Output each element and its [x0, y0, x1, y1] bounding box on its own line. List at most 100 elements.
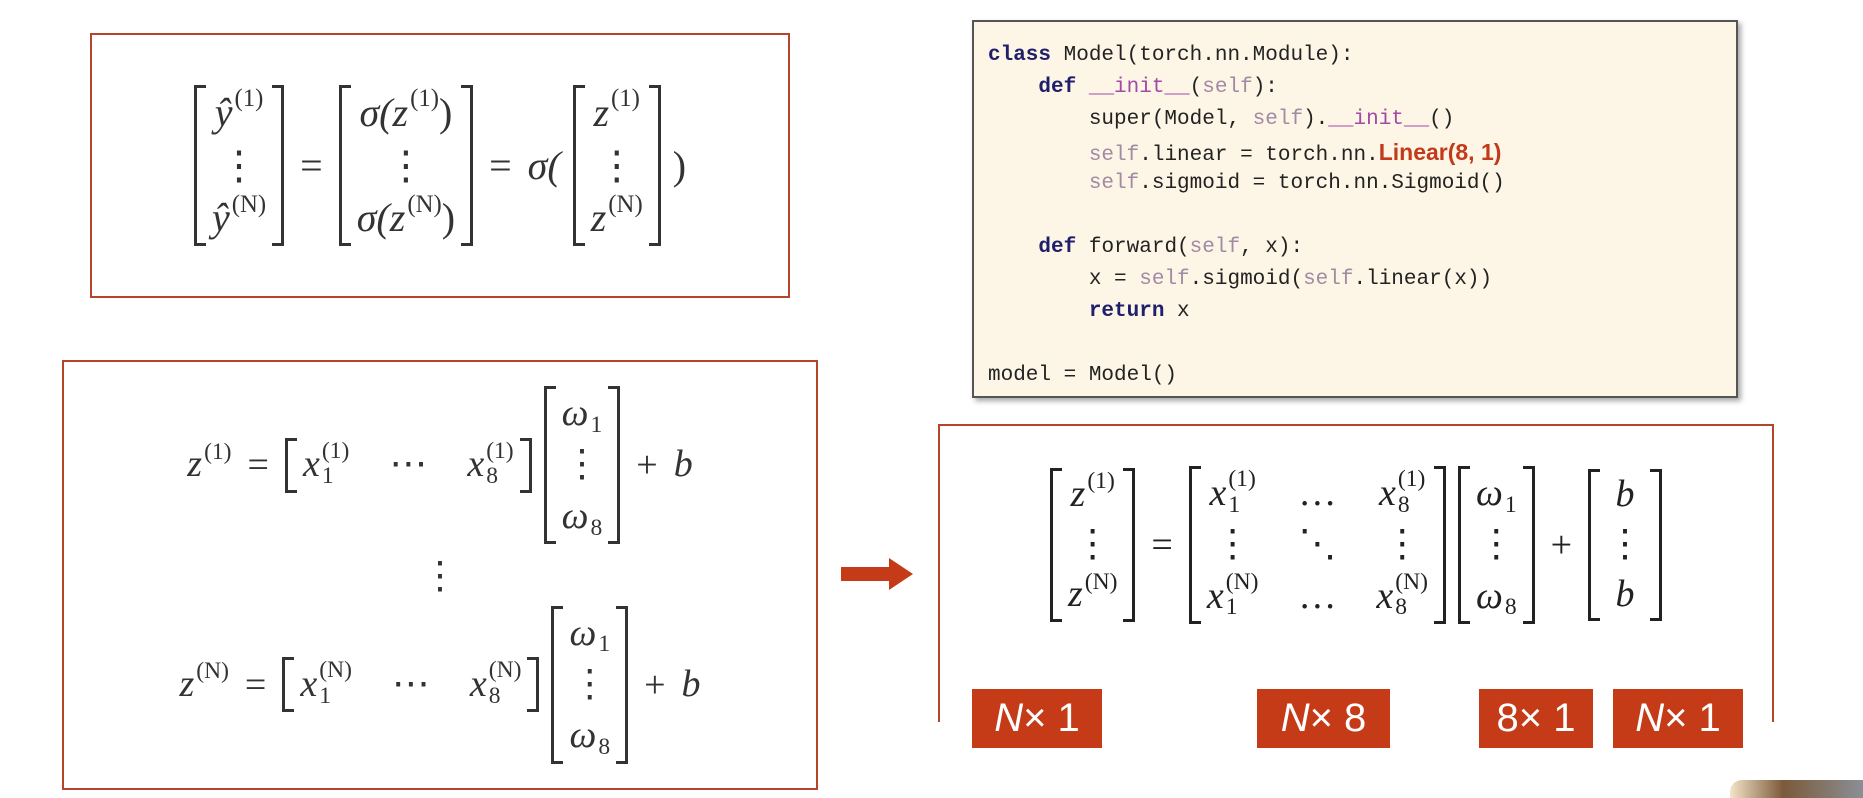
shape-label-dim: N: [1280, 696, 1310, 740]
math-symbol: b: [1615, 572, 1635, 615]
math-symbol: ): [672, 142, 687, 188]
math-scripts: (1): [204, 440, 231, 488]
code-token: self: [1252, 108, 1304, 131]
left-bracket: [1457, 466, 1470, 624]
math-scripts: 1: [591, 390, 603, 437]
code-line: self.linear = torch.nn.Linear(8, 1): [988, 136, 1722, 168]
math-cell: σ(: [528, 143, 561, 189]
superscript: (N): [407, 190, 442, 218]
code-token: , x):: [1240, 236, 1304, 259]
math-cell: ⋮: [597, 143, 637, 189]
left-bracket: [543, 386, 556, 545]
subscript: [1087, 496, 1114, 517]
code-token: forward(: [1076, 236, 1190, 259]
math-symbol: ⋮: [570, 663, 609, 705]
left-bracket: [284, 437, 297, 493]
code-token: [988, 300, 1089, 323]
superscript: (1): [1087, 468, 1115, 495]
code-token: __init__: [1088, 76, 1190, 99]
math-scripts: (N)8: [489, 659, 522, 708]
math-symbol: b: [1615, 473, 1635, 516]
sigmoid-vectorized-equation: ŷ(1)⋮ŷ(N)=σ(z(1))⋮σ(z(N))=σ(z(1)⋮z(N)): [193, 85, 687, 246]
math-scripts: (N): [196, 660, 229, 707]
code-token: self: [1088, 144, 1140, 167]
code-token: [1076, 76, 1089, 99]
math-scripts: (1): [234, 87, 263, 136]
math-symbol: x: [302, 443, 320, 486]
math-scripts: (1): [611, 87, 640, 136]
code-line: [988, 328, 1722, 360]
math-symbol: z: [187, 443, 203, 486]
math-cell: x(1)1: [302, 439, 349, 490]
math-scripts: (1)1: [1228, 466, 1256, 518]
code-line: super(Model, self).__init__(): [988, 104, 1722, 136]
math-cell: ⋯: [392, 663, 430, 707]
math-symbol: b: [681, 663, 701, 705]
math-operator: +: [644, 663, 666, 706]
math-cell: ⋱: [1298, 523, 1336, 567]
subscript: 1: [598, 631, 611, 658]
math-symbol: x: [467, 443, 485, 486]
code-token: x =: [988, 268, 1140, 291]
code-line: return x: [988, 296, 1722, 328]
subscript: 1: [1504, 491, 1517, 518]
code-token: ).: [1303, 108, 1329, 131]
subscript: 1: [590, 411, 603, 438]
math-cell: …: [1298, 575, 1336, 619]
math-cell: ŷ(N): [212, 192, 266, 242]
math-symbol: ŷ: [214, 89, 233, 135]
math-cell: ⋮: [1074, 523, 1112, 567]
math-operator: =: [247, 444, 269, 487]
subscript: 1: [321, 463, 334, 490]
math-scripts: (N): [1085, 570, 1118, 618]
code-token: def: [1038, 76, 1077, 99]
math-symbol: z: [593, 89, 610, 135]
math-cell: x(N)8: [1376, 568, 1428, 620]
math-scripts: 1: [1505, 470, 1517, 517]
right-bracket: [1650, 469, 1663, 621]
subscript: 8: [590, 514, 603, 541]
subscript: 8: [1504, 594, 1517, 621]
math-operator: =: [1151, 523, 1173, 566]
code-token: self: [1202, 76, 1253, 99]
left-bracket: [1188, 466, 1201, 624]
shape-label-x: N × 8: [1257, 689, 1390, 748]
math-operator: =: [489, 143, 512, 188]
right-bracket: [461, 85, 474, 246]
superscript: (N): [1395, 568, 1428, 595]
math-cell: z(N): [1068, 570, 1118, 618]
math-cell: ω 1: [562, 390, 603, 437]
math-symbol: b: [673, 443, 693, 486]
superscript: (N): [1225, 568, 1259, 595]
subscript: 8: [1397, 491, 1410, 518]
math-cell: x(N)1: [1207, 568, 1259, 620]
math-cell: ⋮: [1606, 523, 1644, 567]
math-symbol: ⋮: [1606, 523, 1645, 566]
subscript: [234, 114, 263, 136]
matrix: z(1) ⋮z(N): [1049, 468, 1136, 622]
code-token: .sigmoid(: [1189, 268, 1304, 291]
math-symbol: z: [1070, 472, 1086, 515]
subscript: [611, 114, 640, 136]
code-token: model = Model(): [988, 364, 1178, 387]
subscript: [608, 219, 642, 241]
subscript: [196, 686, 229, 707]
math-operator: =: [300, 143, 323, 188]
superscript: (1): [1228, 466, 1256, 492]
math-symbol: x: [1379, 471, 1396, 514]
code-token: self: [1088, 172, 1140, 195]
code-token: self: [1303, 268, 1354, 291]
math-symbol: ⋮: [1073, 523, 1112, 566]
math-cell: ω 1: [1476, 470, 1517, 517]
right-bracket: [608, 386, 621, 545]
code-token: .linear(x)): [1353, 268, 1493, 291]
code-token: (): [1429, 108, 1455, 131]
code-token: return: [1088, 300, 1165, 323]
code-token: [988, 172, 1089, 195]
right-bracket: [527, 657, 540, 713]
subscript: 1: [1228, 491, 1241, 518]
math-symbol: ): [441, 195, 456, 241]
right-bracket: [616, 605, 629, 764]
